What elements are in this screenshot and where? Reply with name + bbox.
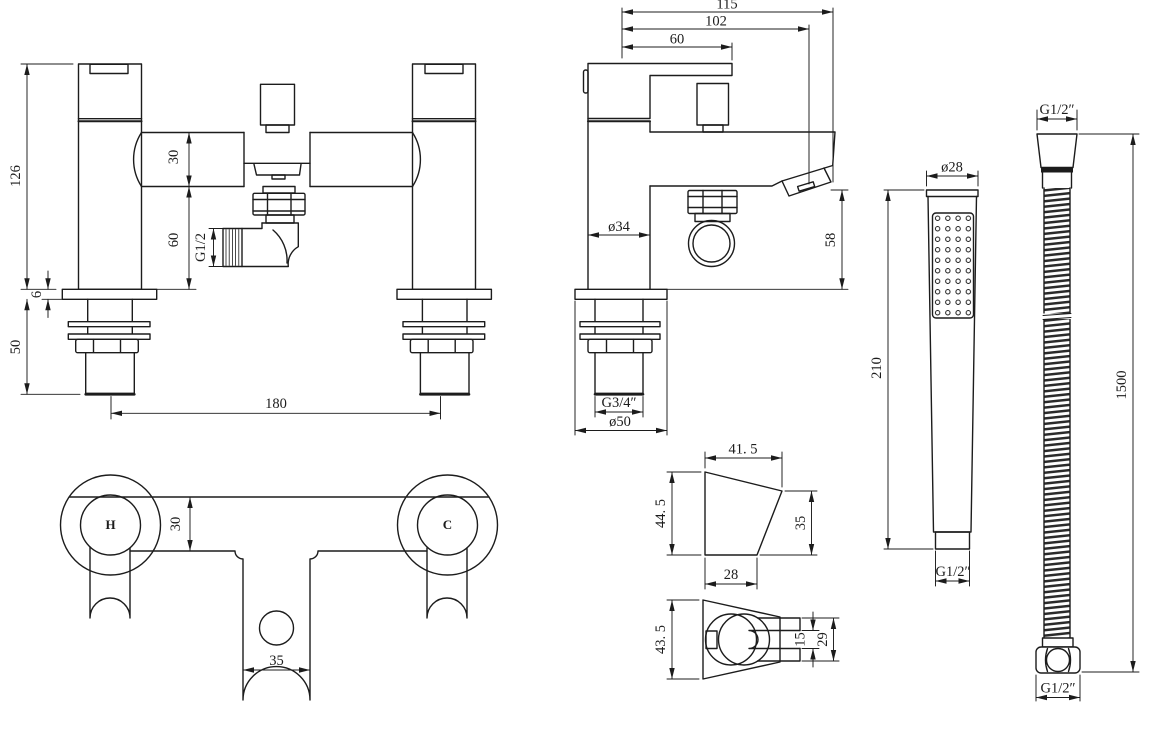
plan-dimensions: 30 35 <box>168 496 311 673</box>
dim-body-dia-34: ø34 <box>608 219 631 235</box>
dim-spout-height-58: 58 <box>823 233 839 248</box>
cold-escutcheon <box>396 474 499 576</box>
dim-centers-180: 180 <box>265 396 287 412</box>
shower-outlet-elbow <box>222 185 306 268</box>
dim-plan-35: 35 <box>269 653 284 669</box>
hose-view: G1/2″ 1500 G1/2″ <box>1035 102 1140 702</box>
dim-bracket-29: 29 <box>815 632 831 647</box>
side-body <box>582 62 836 290</box>
bracket-top-view: 43. 5 15 29 <box>653 599 840 680</box>
dim-length-210: 210 <box>869 357 885 379</box>
side-diverter-knob <box>696 82 730 126</box>
bracket-fork-slot <box>748 629 801 650</box>
elbow-inner-curve <box>272 229 288 264</box>
dim-shank-50: 50 <box>8 340 24 355</box>
hose-corrugation <box>1044 188 1070 638</box>
dim-hose-top-thread-g12: G1/2″ <box>1039 102 1074 118</box>
handset-connector <box>934 531 971 550</box>
dim-head-dia-28: ø28 <box>941 160 963 176</box>
side-base <box>574 288 668 396</box>
dim-body-30: 30 <box>166 150 182 165</box>
cold-handle-notch <box>424 63 464 75</box>
cold-base <box>396 288 493 396</box>
side-outlet <box>687 189 738 268</box>
handset-dimensions: ø28 210 G1/2″ <box>869 160 979 587</box>
bracket-fork-outer <box>757 617 801 662</box>
hot-escutcheon <box>59 474 162 576</box>
hose-bottom-neck <box>1041 637 1074 648</box>
hose-break-line <box>1042 313 1072 320</box>
hot-handle-top <box>79 494 142 556</box>
bracket-side-view: 41. 5 44. 5 35 28 <box>653 442 818 590</box>
dim-outlet-thread-g12: G1/2 <box>193 233 209 262</box>
dim-base-dia-50: ø50 <box>609 414 631 430</box>
plan-bar-and-tee <box>129 550 428 701</box>
dim-bracket-28: 28 <box>724 567 739 583</box>
side-spout <box>649 131 836 187</box>
dim-bracket-43-5: 43. 5 <box>653 625 669 654</box>
bracket-ring-front <box>717 613 771 666</box>
dim-shank-thread-g34: G3/4″ <box>601 395 636 411</box>
plan-diverter-knob <box>258 610 295 646</box>
handset-view: ø28 210 G1/2″ <box>869 160 979 587</box>
bracket-ring-rear <box>704 613 758 666</box>
diverter-knob <box>259 83 296 126</box>
bracket-side-dimensions: 41. 5 44. 5 35 28 <box>653 442 818 590</box>
dim-depth-115: 115 <box>716 0 737 13</box>
cold-label: C <box>443 517 452 532</box>
bracket-top-dimensions: 43. 5 15 29 <box>653 599 840 680</box>
dim-plan-30: 30 <box>168 517 184 532</box>
elbow-thread-stub <box>222 227 243 268</box>
dim-handle-60: 60 <box>670 32 685 48</box>
cold-handle-top <box>416 494 479 556</box>
dim-outlet-60: 60 <box>166 233 182 248</box>
cold-pillar <box>411 63 477 291</box>
body-bar <box>132 131 422 188</box>
dim-bracket-15: 15 <box>793 632 809 647</box>
plan-view: H C 30 35 <box>59 474 499 701</box>
hot-label: H <box>105 517 115 532</box>
dim-hose-bottom-thread-g12: G1/2″ <box>1040 681 1075 697</box>
dim-hose-length-1500: 1500 <box>1114 371 1130 400</box>
side-view: 115 102 60 ø34 58 G3/4″ ø50 <box>574 0 849 436</box>
bracket-clamp <box>705 630 718 650</box>
dim-bracket-41-5: 41. 5 <box>729 442 758 458</box>
diverter-assembly <box>243 83 311 188</box>
dim-reach-102: 102 <box>705 14 727 30</box>
side-handle <box>587 62 733 120</box>
dim-bracket-44-5: 44. 5 <box>653 499 669 528</box>
side-dimensions: 115 102 60 ø34 58 G3/4″ ø50 <box>574 0 849 436</box>
hot-base <box>61 288 158 396</box>
handset-cap <box>925 189 979 198</box>
hose-bottom-nut <box>1035 646 1081 674</box>
handset-faceplate <box>931 212 975 319</box>
hot-handle-notch <box>89 63 129 75</box>
bracket-top-outline <box>702 599 781 680</box>
side-handle-button <box>582 69 589 94</box>
dim-bracket-35: 35 <box>793 516 809 531</box>
bracket-side-outline <box>704 471 783 556</box>
dim-height-126: 126 <box>8 165 24 187</box>
front-view: 126 30 60 G1/2 6 50 180 <box>8 63 493 420</box>
cold-lever <box>426 547 468 619</box>
spout-aerator <box>796 181 816 192</box>
front-dimensions: 126 30 60 G1/2 6 50 180 <box>8 63 441 420</box>
spout-tip <box>781 167 832 197</box>
dim-handset-thread-g12: G1/2″ <box>935 564 970 580</box>
dim-deck-6: 6 <box>29 291 45 298</box>
hose-dimensions: G1/2″ 1500 G1/2″ <box>1035 102 1140 702</box>
hot-pillar <box>77 63 143 291</box>
hose-top-connector <box>1036 133 1078 169</box>
hot-lever <box>89 546 131 619</box>
